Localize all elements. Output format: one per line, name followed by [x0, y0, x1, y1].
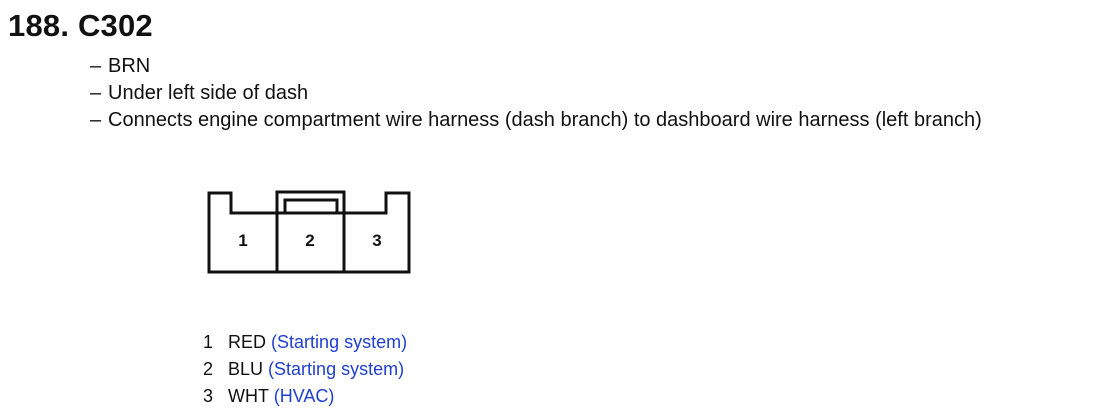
detail-location: –Under left side of dash — [90, 80, 982, 107]
section-number: 188. — [8, 8, 70, 43]
locking-tab-inner — [283, 198, 339, 213]
pin-number: 3 — [203, 386, 214, 406]
pin-label-3: 3 — [372, 231, 381, 250]
system-link[interactable]: (Starting system) — [268, 359, 405, 379]
connector-details: –BRN –Under left side of dash –Connects … — [90, 53, 982, 134]
pin-row: 3 WHT (HVAC) — [203, 383, 407, 410]
pin-label-2: 2 — [305, 231, 314, 250]
wire-color: WHT — [228, 386, 269, 406]
wire-color: RED — [228, 332, 267, 352]
pin-number: 1 — [203, 332, 214, 352]
dash-glyph: – — [90, 82, 102, 104]
pin-list: 1 RED (Starting system) 2 BLU (Starting … — [203, 329, 407, 410]
system-link[interactable]: (HVAC) — [273, 386, 335, 406]
detail-color: –BRN — [90, 53, 982, 80]
dash-glyph: – — [90, 109, 102, 131]
dash-glyph: – — [90, 55, 102, 77]
system-link[interactable]: (Starting system) — [271, 332, 408, 352]
page-title: 188. C302 — [8, 4, 153, 48]
pin-row: 1 RED (Starting system) — [203, 329, 407, 356]
detail-text: BRN — [108, 55, 151, 77]
pin-number: 2 — [203, 359, 214, 379]
detail-connection: –Connects engine compartment wire harnes… — [90, 107, 982, 134]
connector-id: C302 — [77, 8, 153, 43]
locking-tab-outer — [275, 190, 346, 213]
detail-text: Under left side of dash — [108, 82, 309, 104]
detail-text: Connects engine compartment wire harness… — [108, 109, 982, 131]
wire-color: BLU — [228, 359, 264, 379]
pin-row: 2 BLU (Starting system) — [203, 356, 407, 383]
pin-label-1: 1 — [238, 231, 247, 250]
